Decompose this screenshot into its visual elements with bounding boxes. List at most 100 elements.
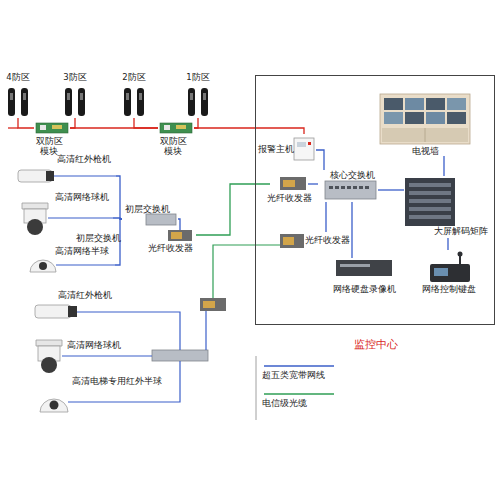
transceiver-face: [283, 180, 295, 187]
cabinet-door: [425, 128, 426, 142]
connector-line: [194, 128, 304, 134]
tv-wall: 电视墙: [378, 92, 473, 156]
elevator-dome-camera: 高清电梯专用红外半球: [38, 376, 168, 418]
switch-port: [365, 186, 369, 189]
node-label: 报警主机: [258, 144, 294, 154]
fiber-cable: [213, 245, 280, 298]
detector-post: [21, 88, 28, 116]
tv-wall-frame: [380, 94, 470, 144]
zone-module-board: [160, 123, 192, 133]
camera-lens: [46, 171, 54, 181]
ptz-dome-mount: [22, 203, 48, 209]
connector-line: [316, 150, 324, 170]
legend-line-sample: [264, 393, 334, 394]
switch-ports: [329, 186, 369, 189]
access-switch: 初层交换机: [122, 205, 178, 227]
core-switch: 核心交换机: [318, 170, 378, 202]
tv-screen: [447, 112, 466, 124]
node-label: 监控中心: [256, 338, 496, 351]
fiber-transceiver: 光纤收发器: [168, 230, 196, 254]
node-label: 1防区: [181, 72, 215, 82]
lower-wires: [62, 311, 206, 402]
matrix-slot: [409, 199, 451, 203]
mini-dome-icon: [30, 260, 56, 272]
connector-line: [194, 118, 198, 128]
zone-module: 双防区 模块: [158, 122, 194, 160]
detector-post: [188, 88, 195, 116]
node-label: 光纤收发器: [144, 243, 196, 253]
connector-line: [18, 118, 34, 128]
nvr-icon: [336, 260, 392, 276]
network-cable: [56, 264, 115, 265]
beam-detector: [8, 88, 208, 116]
transceiver-face: [283, 237, 294, 245]
node-label: 双防区 模块: [158, 136, 188, 156]
monitor-center-box: 监控中心报警主机电视墙光纤收发器核心交换机大屏解码矩阵光纤收发器网络硬盘录像机网…: [255, 75, 495, 325]
detector-zone: 2防区: [117, 72, 151, 118]
detector-lens: [23, 93, 26, 100]
ptz-dome-camera: 高清网络球机: [34, 334, 119, 378]
node-label: 高清红外枪机: [52, 290, 117, 300]
keyboard-icon: [430, 264, 470, 282]
detector-zone: 1防区: [181, 72, 215, 118]
switch-port: [353, 186, 357, 189]
connector-line: [116, 176, 122, 219]
tv-screen: [384, 98, 403, 110]
connector-line: [378, 189, 404, 190]
detector-zone: 3防区: [58, 72, 92, 118]
mini-dome-lens: [50, 401, 59, 410]
matrix-slot: [409, 215, 451, 219]
board-chip: [176, 125, 186, 129]
detector-lens: [67, 93, 70, 100]
node-label: 双防区 模块: [34, 136, 64, 156]
node-label: 初层交换机: [122, 204, 172, 214]
alarm-host-icon: [294, 138, 314, 160]
board-chip: [164, 125, 170, 130]
mini-dome-icon: [40, 399, 68, 412]
transceiver-icon: [200, 298, 226, 311]
node-label: 网络硬盘录像机: [330, 284, 398, 294]
connector-line: [196, 184, 270, 235]
legend-text: 电信级光缆: [262, 398, 307, 408]
matrix-slots: [409, 183, 451, 219]
connector-line: [70, 127, 158, 128]
device-label: 初层交换机: [76, 233, 121, 243]
ptz-dome-bubble: [41, 357, 57, 373]
switch-port: [329, 186, 333, 189]
detector-post: [78, 88, 85, 116]
tv-screen: [405, 98, 424, 110]
node-label: 光纤收发器: [264, 193, 314, 203]
decoder-matrix: 大屏解码矩阵: [404, 176, 492, 238]
access-switch-icon: [146, 214, 176, 225]
joystick-knob: [458, 252, 463, 257]
connector-line: [351, 202, 352, 258]
ptz-dome-mount: [36, 340, 62, 346]
network-cable: [68, 361, 180, 402]
ptz-dome-bubble: [27, 219, 43, 235]
fiber-transceiver: 光纤收发器: [278, 232, 350, 250]
transceiver-icon: [280, 177, 306, 190]
switch-port: [347, 186, 351, 189]
alarm-host: 报警主机: [258, 134, 316, 164]
node-label: 高清红外枪机: [52, 154, 116, 164]
access-switch-icon: [152, 350, 208, 361]
control-keyboard: 网络控制键盘: [416, 250, 482, 294]
connector-line: [134, 118, 158, 128]
transceiver-face: [203, 301, 215, 308]
node-label: 高清电梯专用红外半球: [68, 376, 166, 386]
tv-screen: [447, 98, 466, 110]
board-chip: [40, 125, 46, 130]
keyboard-screen: [434, 268, 448, 276]
bullet-camera: 高清红外枪机: [16, 154, 116, 186]
matrix-slot: [409, 183, 451, 187]
node-label: 2防区: [117, 72, 151, 82]
nvr-front: [340, 264, 370, 267]
alarm-host-screen: [297, 142, 306, 147]
network-cable: [62, 355, 152, 356]
tv-cabinet: [382, 128, 468, 142]
matrix-slot: [409, 207, 451, 211]
node-label: 3防区: [58, 72, 92, 82]
connector-line: [308, 183, 318, 184]
detector-lens: [10, 93, 13, 100]
